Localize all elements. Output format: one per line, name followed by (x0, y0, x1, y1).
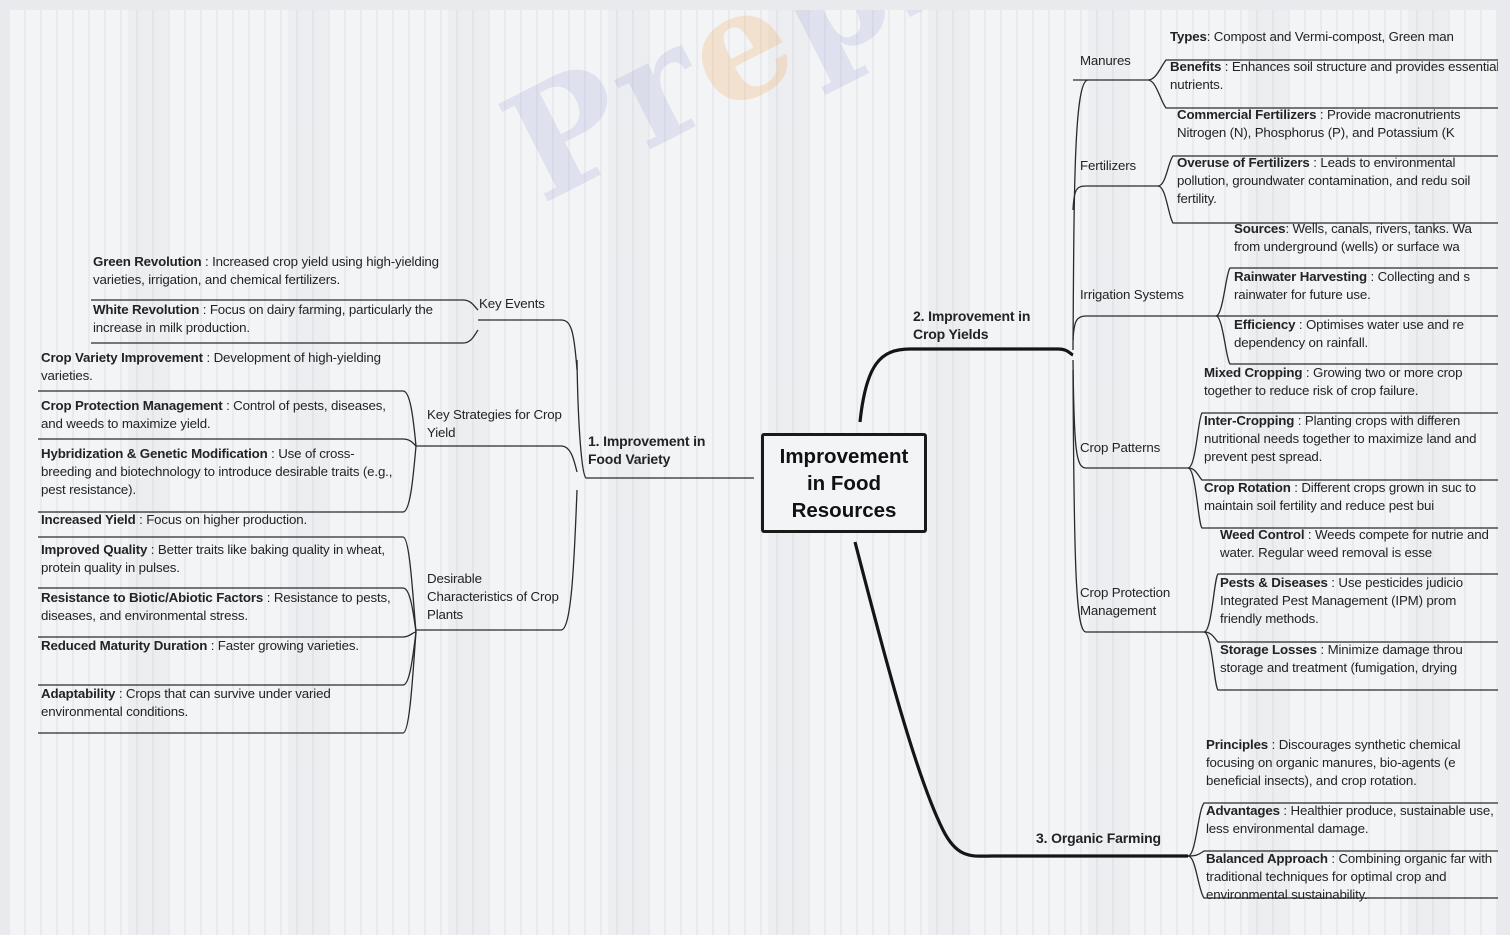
leaf-reduced-maturity: Reduced Maturity Duration : Faster growi… (41, 638, 359, 653)
leaf-crop-variety-improvement: Crop Variety Improvement : Development o… (41, 350, 381, 383)
leaf-manure-types: Types: Compost and Vermi-compost, Green … (1170, 29, 1454, 44)
leaf-crop-protection-management: Crop Protection Management : Control of … (41, 398, 386, 431)
leaf-overuse-fertilizers: Overuse of Fertilizers : Leads to enviro… (1177, 155, 1471, 206)
connector-lines (38, 59, 1498, 899)
leaf-crop-rotation: Crop Rotation : Different crops grown in… (1204, 480, 1477, 513)
label-irrigation-systems: Irrigation Systems (1080, 287, 1184, 302)
label-key-strategies: Key Strategies for Crop Yield (427, 407, 562, 440)
leaf-mixed-cropping: Mixed Cropping : Growing two or more cro… (1204, 365, 1463, 398)
branch-organic-farming: 3. Organic Farming (1036, 830, 1161, 846)
leaf-increased-yield: Increased Yield : Focus on higher produc… (41, 512, 307, 527)
label-fertilizers: Fertilizers (1080, 158, 1136, 173)
leaf-storage-losses: Storage Losses : Minimize damage throu s… (1220, 642, 1463, 675)
leaf-pests-diseases: Pests & Diseases : Use pesticides judici… (1220, 575, 1463, 626)
leaf-manure-benefits: Benefits : Enhances soil structure and p… (1170, 59, 1498, 92)
leaf-hybridization: Hybridization & Genetic Modification : U… (41, 446, 393, 497)
branch-food-variety: 1. Improvement in Food Variety (588, 433, 706, 467)
branch-crop-yields: 2. Improvement in Crop Yields (913, 308, 1031, 342)
leaf-commercial-fertilizers: Commercial Fertilizers : Provide macronu… (1177, 107, 1461, 140)
label-key-events: Key Events (479, 296, 545, 311)
leaf-green-revolution: Green Revolution : Increased crop yield … (93, 254, 439, 287)
leaf-inter-cropping: Inter-Cropping : Planting crops with dif… (1204, 413, 1477, 464)
leaf-weed-control: Weed Control : Weeds compete for nutrie … (1220, 527, 1489, 560)
leaf-adaptability: Adaptability : Crops that can survive un… (41, 686, 331, 719)
leaf-white-revolution: White Revolution : Focus on dairy farmin… (93, 302, 433, 335)
leaf-organic-principles: Principles : Discourages synthetic chemi… (1206, 737, 1461, 788)
label-crop-protection-management: Crop Protection Management (1080, 585, 1171, 618)
label-desirable-characteristics: Desirable Characteristics of Crop Plants (427, 571, 559, 622)
label-crop-patterns: Crop Patterns (1080, 440, 1161, 455)
leaf-balanced-approach: Balanced Approach : Combining organic fa… (1206, 851, 1492, 902)
leaf-rainwater-harvesting: Rainwater Harvesting : Collecting and s … (1234, 269, 1470, 302)
mind-map-sheet: Prepzy (8, 10, 1498, 935)
central-topic: Improvement in Food Resources (761, 433, 927, 533)
label-manures: Manures (1080, 53, 1131, 68)
leaf-resistance: Resistance to Biotic/Abiotic Factors : R… (41, 590, 391, 623)
leaf-irrigation-efficiency: Efficiency : Optimises water use and re … (1234, 317, 1464, 350)
leaf-improved-quality: Improved Quality : Better traits like ba… (41, 542, 385, 575)
leaf-organic-advantages: Advantages : Healthier produce, sustaina… (1206, 803, 1494, 836)
leaf-irrigation-sources: Sources: Wells, canals, rivers, tanks. W… (1234, 221, 1472, 254)
